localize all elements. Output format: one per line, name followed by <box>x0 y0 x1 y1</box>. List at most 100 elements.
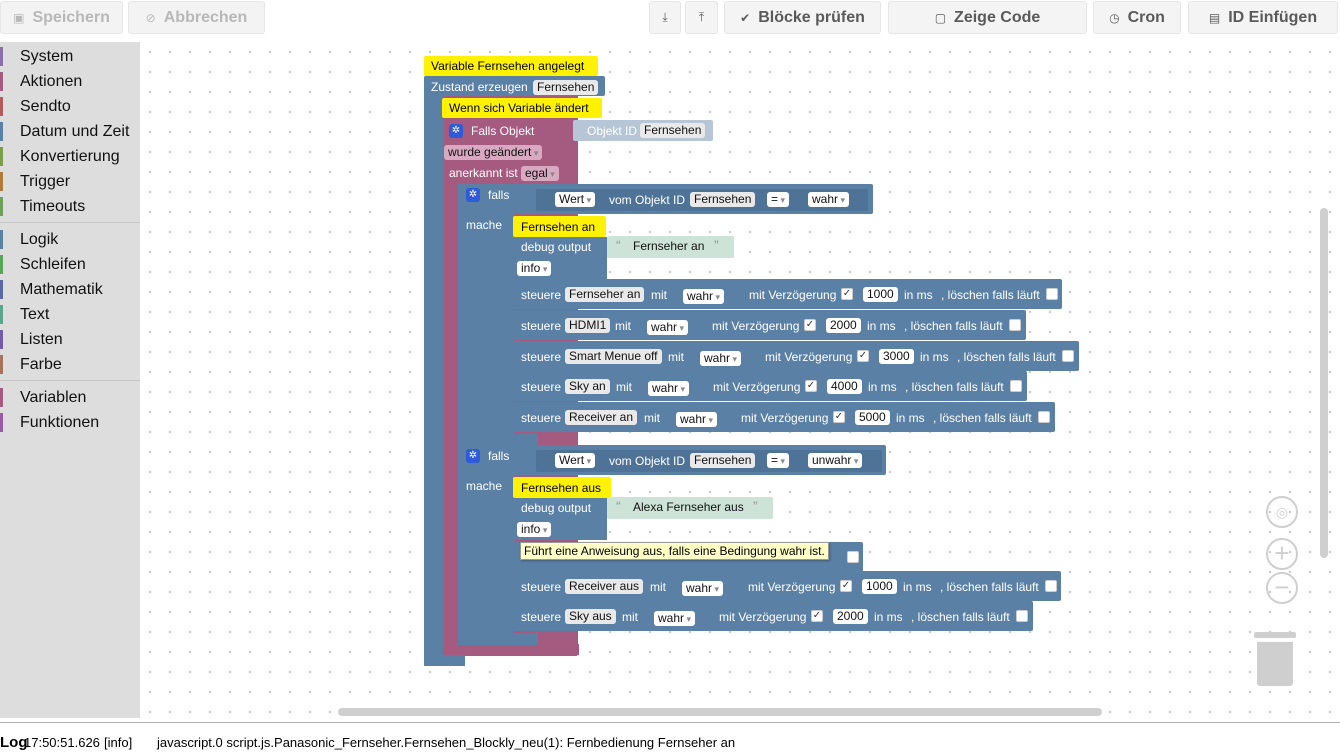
text-field[interactable]: Alexa Fernseher aus <box>629 500 748 515</box>
horizontal-scrollbar[interactable] <box>338 708 1102 716</box>
level-dropdown[interactable]: info <box>517 522 552 537</box>
delay-ms-field[interactable]: 1000 <box>862 579 897 594</box>
ack-dropdown[interactable]: egal <box>521 166 559 181</box>
delay-checkbox[interactable]: ✓ <box>857 350 869 362</box>
compare-block[interactable]: Wert vom Objekt ID Fernsehen = wahr <box>536 189 868 211</box>
category-mathematik[interactable]: Mathematik <box>0 277 140 302</box>
delay-checkbox[interactable]: ✓ <box>841 288 853 300</box>
category-timeouts[interactable]: Timeouts <box>0 194 140 219</box>
category-konvertierung[interactable]: Konvertierung <box>0 144 140 169</box>
operator-dropdown[interactable]: = <box>767 192 790 207</box>
gear-icon[interactable]: ✲ <box>466 188 480 202</box>
object-field[interactable]: Sky an <box>565 379 610 394</box>
object-field[interactable]: Receiver an <box>565 410 638 425</box>
value-dropdown[interactable]: wahr <box>647 320 689 335</box>
clear-checkbox[interactable] <box>1045 580 1057 592</box>
comment-block[interactable]: Variable Fernsehen angelegt <box>424 56 598 76</box>
zoom-out-icon[interactable]: − <box>1266 572 1298 604</box>
text-field[interactable]: Fernseher an <box>629 239 709 254</box>
clear-checkbox[interactable] <box>1009 319 1021 331</box>
download-button[interactable]: ⤓ <box>649 1 681 34</box>
recenter-icon[interactable]: ◎ <box>1266 496 1298 528</box>
delay-checkbox[interactable]: ✓ <box>833 411 845 423</box>
object-field[interactable]: Fernsehen <box>690 192 756 207</box>
gear-icon[interactable]: ✲ <box>466 449 480 463</box>
bool-dropdown[interactable]: unwahr <box>808 453 863 468</box>
delay-ms-field[interactable]: 2000 <box>826 318 861 333</box>
cancel-button[interactable]: ⊘Abbrechen <box>128 1 265 34</box>
object-field[interactable]: Fernsehen <box>690 453 756 468</box>
delay-checkbox[interactable]: ✓ <box>805 380 817 392</box>
comment-block[interactable]: Wenn sich Variable ändert <box>442 98 602 118</box>
value-dropdown[interactable]: wahr <box>654 611 696 626</box>
category-aktionen[interactable]: Aktionen <box>0 69 140 94</box>
delay-ms-field[interactable]: 4000 <box>827 379 862 394</box>
blockly-workspace[interactable]: Variable Fernsehen angelegt Zustand erze… <box>140 42 1333 718</box>
trash-icon[interactable] <box>1254 632 1296 686</box>
category-text[interactable]: Text <box>0 302 140 327</box>
check-blocks-button[interactable]: ✔Blöcke prüfen <box>724 1 881 34</box>
delay-checkbox[interactable]: ✓ <box>811 610 823 622</box>
value-dropdown[interactable]: wahr <box>683 289 725 304</box>
text-block[interactable]: “ Fernseher an ” <box>607 236 734 258</box>
value-dropdown[interactable]: Wert <box>555 453 596 468</box>
debug-block[interactable]: debug output info <box>513 237 607 279</box>
delay-checkbox[interactable]: ✓ <box>840 580 852 592</box>
category-trigger[interactable]: Trigger <box>0 169 140 194</box>
value-dropdown[interactable]: wahr <box>682 581 724 596</box>
value-dropdown[interactable]: wahr <box>700 351 742 366</box>
object-field[interactable]: HDMI1 <box>565 318 611 333</box>
object-id-block[interactable]: Objekt ID Fernsehen <box>573 120 713 141</box>
operator-dropdown[interactable]: = <box>767 453 790 468</box>
value-dropdown[interactable]: wahr <box>648 381 690 396</box>
comment-block[interactable]: Fernsehen aus <box>513 477 611 498</box>
save-button[interactable]: ▣Speichern <box>0 1 123 34</box>
insert-id-button[interactable]: ▤ID Einfügen <box>1188 1 1338 34</box>
value-dropdown[interactable]: wahr <box>676 412 718 427</box>
compare-block[interactable]: Wert vom Objekt ID Fernsehen = unwahr <box>536 450 882 472</box>
bool-dropdown[interactable]: wahr <box>808 192 850 207</box>
object-field[interactable]: Smart Menue off <box>565 349 662 364</box>
category-sendto[interactable]: Sendto <box>0 94 140 119</box>
control-block[interactable]: steuereHDMI1mitwahrmit Verzögerung2000in… <box>513 310 1026 340</box>
object-field[interactable]: Sky aus <box>565 609 616 624</box>
cron-button[interactable]: ◷Cron <box>1093 1 1181 34</box>
changed-dropdown[interactable]: wurde geändert <box>444 145 543 160</box>
zoom-in-icon[interactable]: + <box>1266 538 1298 570</box>
object-field[interactable]: Fernseher an <box>565 287 645 302</box>
object-field[interactable]: Receiver aus <box>565 579 644 594</box>
category-variablen[interactable]: Variablen <box>0 385 140 410</box>
delay-ms-field[interactable]: 2000 <box>833 609 868 624</box>
delay-ms-field[interactable]: 5000 <box>855 410 890 425</box>
show-code-button[interactable]: ▢Zeige Code <box>888 1 1087 34</box>
delay-checkbox[interactable]: ✓ <box>804 319 816 331</box>
vertical-scrollbar[interactable] <box>1320 208 1328 558</box>
category-schleifen[interactable]: Schleifen <box>0 252 140 277</box>
state-name-field[interactable]: Fernsehen <box>533 80 599 95</box>
delay-ms-field[interactable]: 3000 <box>879 349 914 364</box>
category-datum-und-zeit[interactable]: Datum und Zeit <box>0 119 140 144</box>
upload-button[interactable]: ⤒ <box>685 1 718 34</box>
clear-checkbox[interactable] <box>1016 610 1028 622</box>
clear-checkbox[interactable] <box>1038 411 1050 423</box>
level-dropdown[interactable]: info <box>517 261 552 276</box>
category-logik[interactable]: Logik <box>0 227 140 252</box>
category-listen[interactable]: Listen <box>0 327 140 352</box>
gear-icon[interactable]: ✲ <box>449 124 463 138</box>
category-system[interactable]: System <box>0 44 140 69</box>
category-funktionen[interactable]: Funktionen <box>0 410 140 435</box>
clear-checkbox[interactable] <box>1046 288 1058 300</box>
text-block[interactable]: “ Alexa Fernseher aus ” <box>607 497 773 519</box>
value-dropdown[interactable]: Wert <box>555 192 596 207</box>
debug-block[interactable]: debug output info <box>513 498 607 540</box>
comment-block[interactable]: Fernsehen an <box>513 216 606 237</box>
clear-checkbox[interactable] <box>1062 350 1074 362</box>
object-id-field[interactable]: Fernsehen <box>640 123 706 138</box>
clear-checkbox[interactable] <box>847 551 859 563</box>
